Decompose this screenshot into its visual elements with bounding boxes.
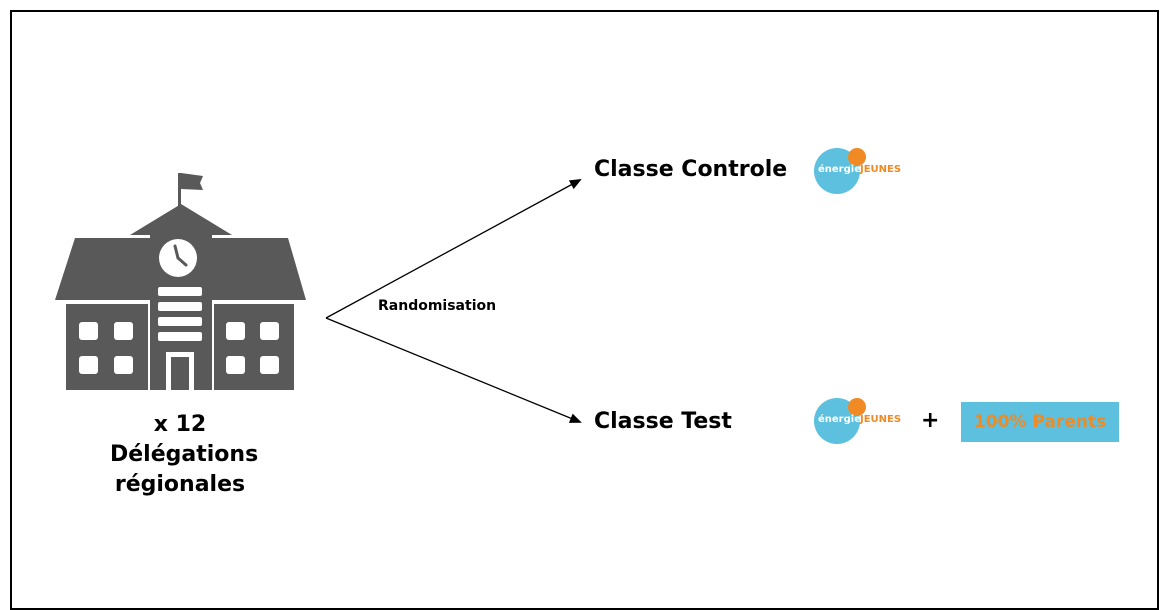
randomisation-label: Randomisation (378, 298, 497, 314)
flag-pole (178, 173, 181, 213)
logo-word2: JEUNES (860, 164, 902, 175)
plus-sign: + (921, 408, 940, 433)
clock-icon (159, 239, 197, 277)
energie-jeunes-logo-test: énergie JEUNES (814, 398, 914, 448)
logo-word2: JEUNES (860, 414, 902, 425)
school-caption: x 12 Délégations régionales (110, 410, 259, 500)
logo-word1: énergie (818, 164, 861, 175)
tower-windows (158, 287, 202, 341)
flag-icon (181, 173, 203, 190)
test-class-label: Classe Test (594, 409, 732, 434)
tower-roof (130, 204, 232, 235)
school-count: x 12 (153, 412, 207, 437)
arrow-to-control (325, 179, 582, 319)
control-class-label: Classe Controle (594, 157, 788, 182)
left-wing (66, 304, 148, 390)
logo-word1: énergie (818, 414, 861, 425)
right-wing (214, 304, 294, 390)
school-building-icon (55, 173, 306, 390)
school-line2: régionales (114, 472, 246, 497)
left-roof (55, 238, 150, 300)
school-line1: Délégations (110, 442, 259, 467)
energie-jeunes-logo-control: énergie JEUNES (814, 148, 914, 198)
arrow-to-test (325, 317, 582, 423)
right-roof (212, 238, 306, 300)
parents-box: 100% Parents (961, 402, 1119, 442)
wing-windows (79, 322, 279, 374)
parents-label: 100% Parents (973, 412, 1107, 432)
